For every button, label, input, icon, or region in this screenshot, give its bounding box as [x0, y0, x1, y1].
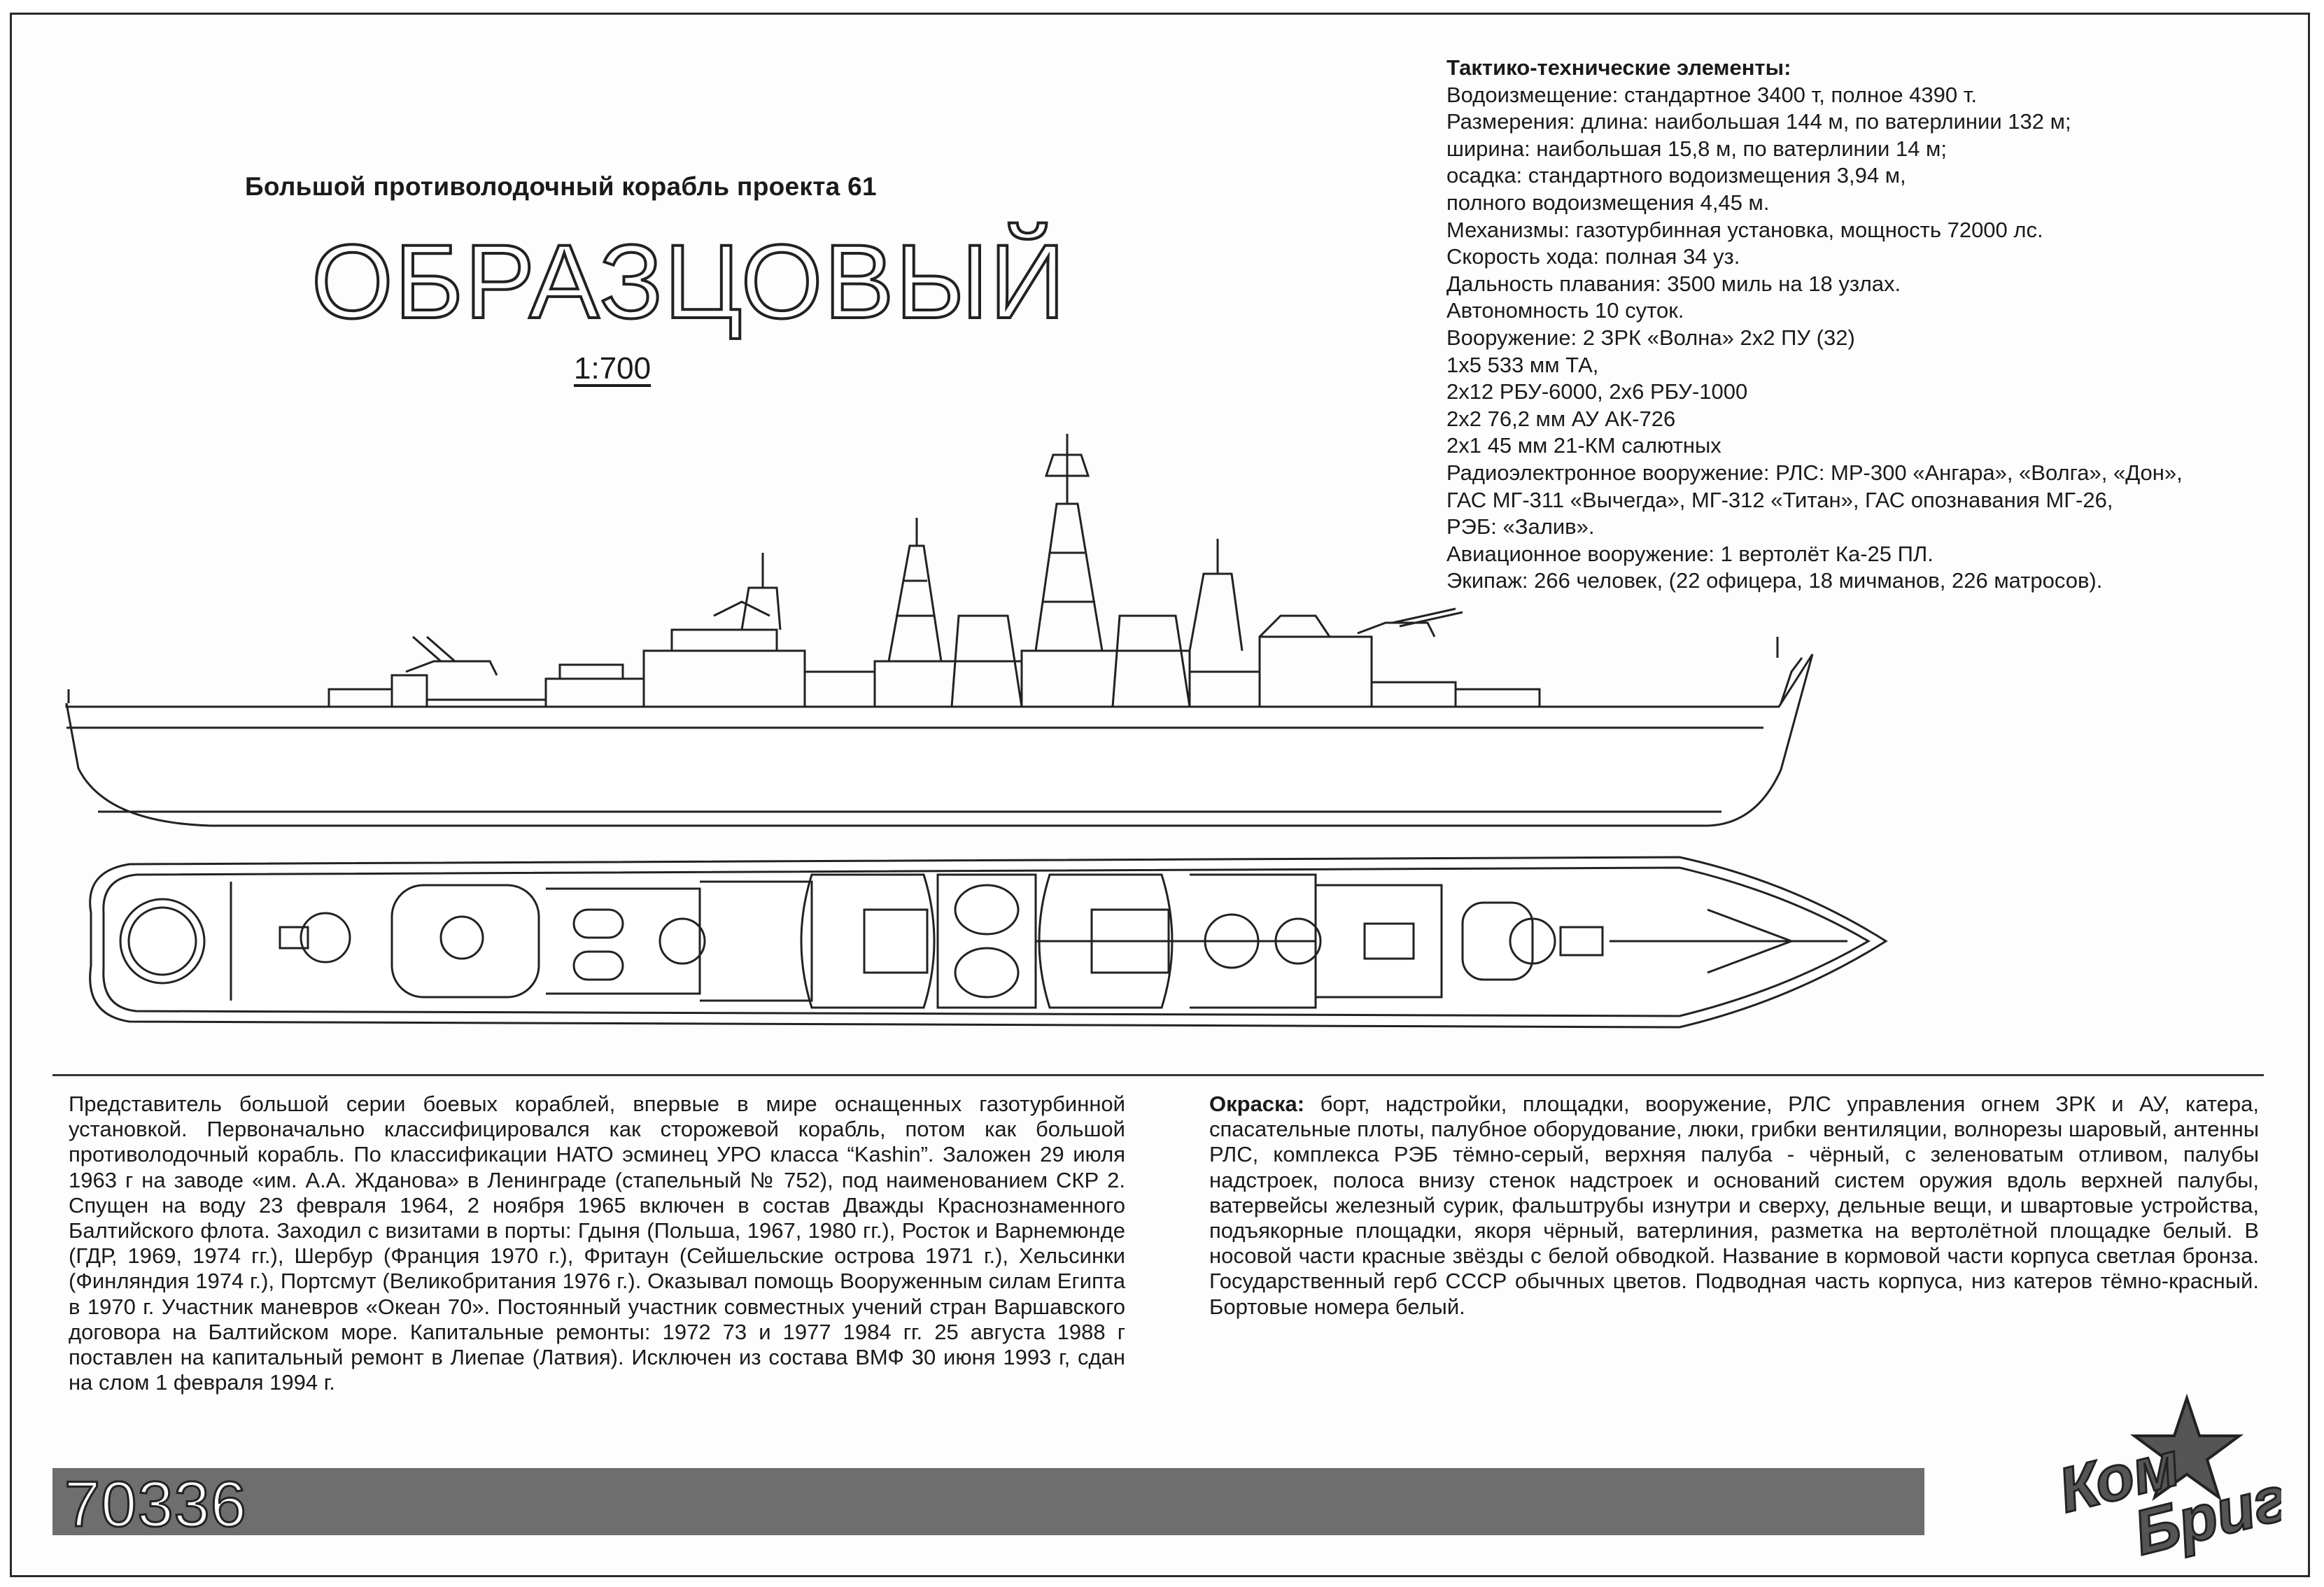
spec-line: Механизмы: газотурбинная установка, мощн… [1446, 217, 2043, 242]
ship-subtitle: Большой противолодочный корабль проекта … [245, 172, 877, 201]
spec-line: Вооружение: 2 ЗРК «Волна» 2х2 ПУ (32) [1446, 325, 1855, 350]
ship-history-text: Представитель большой серии боевых кораб… [69, 1092, 1125, 1395]
spec-line: Водоизмещение: стандартное 3400 т, полно… [1446, 82, 1978, 107]
code-bar [52, 1468, 1924, 1535]
specs-title: Тактико-технические элементы: [1446, 55, 1791, 80]
spec-line: Экипаж: 266 человек, (22 офицера, 18 мич… [1446, 568, 2103, 593]
scale-label: 1:700 [574, 351, 652, 386]
spec-line: 2х2 76,2 мм АУ АК-726 [1446, 406, 1676, 431]
spec-line: Скорость хода: полная 34 уз. [1446, 244, 1740, 269]
spec-line: Авиационное вооружение: 1 вертолёт Ка-25… [1446, 541, 1934, 566]
spec-line: Радиоэлектронное вооружение: РЛС: МР-300… [1446, 460, 2183, 485]
spec-line: ГАС МГ-311 «Вычегда», МГ-312 «Титан», ГА… [1446, 487, 2113, 512]
spec-line: РЭБ: «Залив». [1446, 514, 1595, 539]
specs-block: Тактико-технические элементы: Водоизмеще… [1446, 55, 2286, 595]
paint-scheme-text: Окраска: борт, надстройки, площадки, воо… [1209, 1092, 2259, 1320]
spec-line: Размерения: длина: наибольшая 144 м, по … [1446, 109, 2071, 134]
spec-line: полного водоизмещения 4,45 м. [1446, 190, 1770, 215]
ship-name: ОБРАЗЦОВЫЙ [310, 223, 1067, 340]
spec-line: Дальность плавания: 3500 миль на 18 узла… [1446, 271, 1901, 296]
ship-side-profile [65, 434, 1814, 827]
spec-line: Автономность 10 суток. [1446, 298, 1684, 323]
spec-line: 2х12 РБУ-6000, 2х6 РБУ-1000 [1446, 379, 1748, 404]
spec-line: 1х5 533 мм ТА, [1446, 352, 1599, 377]
kombrig-logo: Ком Бриг [2051, 1393, 2281, 1560]
paint-description: борт, надстройки, площадки, вооружение, … [1209, 1092, 2259, 1319]
kit-code: 70336 [64, 1469, 248, 1540]
spec-line: осадка: стандартного водоизмещения 3,94 … [1446, 163, 1906, 188]
section-divider [52, 1074, 2264, 1076]
paint-label: Окраска: [1209, 1092, 1305, 1116]
spec-line: 2х1 45 мм 21-КМ салютных [1446, 433, 1721, 458]
ship-drawings [65, 434, 1888, 1029]
ship-deck-plan [89, 856, 1888, 1029]
spec-line: ширина: наибольшая 15,8 м, по ватерлинии… [1446, 136, 1947, 161]
